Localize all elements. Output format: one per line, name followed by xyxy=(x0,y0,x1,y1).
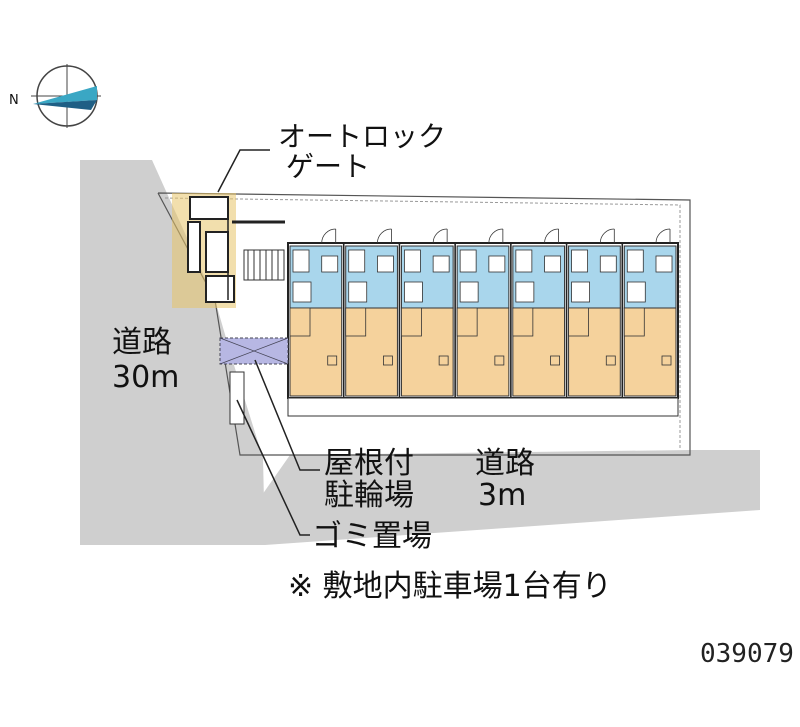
apartment-building xyxy=(287,228,679,417)
road-west-label: 道路 xyxy=(112,325,172,360)
apartment-unit xyxy=(287,228,343,398)
autolock-gate xyxy=(172,193,285,308)
gate-label-line1: オートロック xyxy=(278,120,446,153)
compass-icon: N xyxy=(9,64,101,128)
bike-label-line2: 駐輪場 xyxy=(324,478,414,513)
road-south-width: 3m xyxy=(478,478,526,513)
road-south xyxy=(255,450,760,545)
apartment-unit xyxy=(510,228,566,398)
compass-north-letter: N xyxy=(9,93,19,108)
stairs xyxy=(243,249,285,281)
apartment-unit xyxy=(621,228,677,398)
gate-label-line2: ゲート xyxy=(286,150,370,183)
road-west-width: 30m xyxy=(112,360,179,395)
apartment-unit xyxy=(398,228,454,398)
garbage-label: ゴミ置場 xyxy=(312,519,432,554)
apartment-unit xyxy=(565,228,621,398)
gate-leader xyxy=(217,149,270,193)
bike-label-line1: 屋根付 xyxy=(324,446,414,481)
road-south-label: 道路 xyxy=(475,446,535,481)
property-code: 039079 xyxy=(700,639,794,669)
garbage-leader xyxy=(236,399,310,536)
apartment-unit xyxy=(454,228,510,398)
garbage-area xyxy=(229,371,245,425)
bike-leader xyxy=(254,359,320,471)
apartment-unit xyxy=(342,228,398,398)
parking-note: ※ 敷地内駐車場1台有り xyxy=(288,569,612,604)
road-west xyxy=(80,160,265,545)
